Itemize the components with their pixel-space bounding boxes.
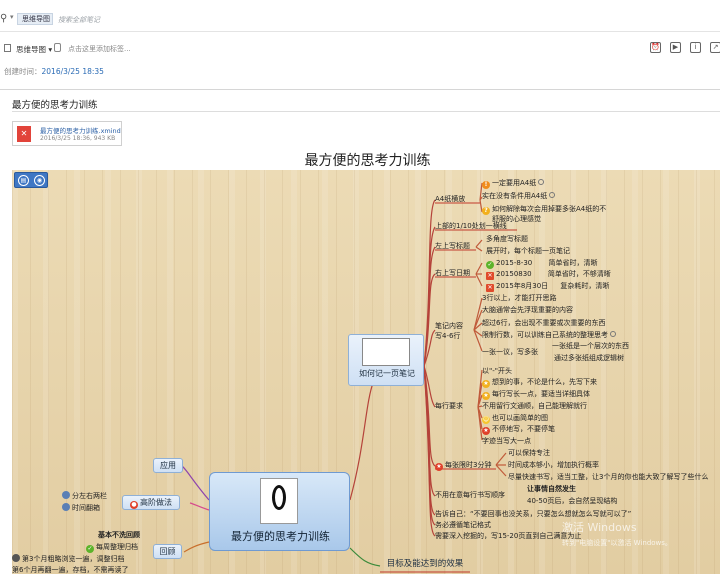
question-icon: ? — [482, 207, 490, 215]
node-tell[interactable]: 告诉自己：“不要回事也没关系，只要怎么想就怎么写就可以了” — [435, 510, 632, 518]
node-line-6[interactable]: 字迹当写大一点 — [482, 437, 531, 445]
node-a4[interactable]: A4纸横放 — [435, 195, 466, 203]
top-toolbar: ⚲ ▾ 思维导图 搜索全部笔记 — [0, 0, 720, 34]
node-order[interactable]: 不用在意每行书写顺序 — [435, 491, 505, 499]
node-line-0[interactable]: 以"-"开头 — [482, 367, 512, 375]
xmind-file-icon: ✕ — [17, 126, 31, 142]
star-icon: ★ — [482, 427, 490, 435]
node-content-6[interactable]: 一张一议，写多张 — [482, 348, 538, 356]
notebook-filter-chip[interactable]: 思维导图 — [17, 13, 53, 25]
node-order-note[interactable]: 让事情自然发生 — [527, 485, 576, 493]
node-line-3[interactable]: 不用留行文通顺，自己能理解就行 — [482, 402, 587, 410]
node-habit[interactable]: 务必遵循笔记格式 — [435, 521, 491, 529]
node-date-3[interactable]: ✕2015年8月30日 复杂耗时，清晰 — [486, 282, 610, 292]
node-speed[interactable]: 40-50页后，会自然呈现结构 — [527, 497, 618, 505]
node-timing-1[interactable]: 可以保持专注 — [508, 449, 550, 457]
node-content-5[interactable]: 一张纸是一个层次的东西 — [552, 342, 629, 350]
node-date-1[interactable]: ✓2015-8-30 简单省时，清晰 — [486, 259, 598, 269]
node-adv2[interactable]: 时间翻箱 — [62, 503, 100, 513]
note-title[interactable]: 最方便的思考力训练 — [12, 100, 98, 111]
activation-watermark-text: 转到"电脑设置"以激活 Windows。 — [562, 539, 672, 547]
smile-icon: ☺ — [482, 416, 490, 424]
node-adv1[interactable]: 分左右两栏 — [62, 491, 107, 501]
expand-icon[interactable] — [538, 179, 545, 185]
view-icon[interactable]: ◉ — [34, 175, 45, 186]
node-timing-3[interactable]: 尽量快速书写，适当工整，让3个月的你也能大致了解写了些什么 — [508, 473, 709, 481]
node-review[interactable]: 回顾 — [153, 544, 182, 559]
person-icon: ● — [130, 501, 138, 509]
node-rev3[interactable]: 第6个月再翻一遍，存档，不需再读了 — [12, 566, 129, 574]
node-date[interactable]: 右上写日期 — [435, 269, 470, 277]
outline-icon[interactable]: ▤ — [18, 175, 29, 186]
central-topic[interactable]: 最方便的思考力训练 — [209, 472, 350, 551]
expand-icon[interactable] — [610, 331, 616, 337]
node-line-1[interactable]: ★想到的事，不论是什么，先写下来 — [482, 378, 597, 388]
star-icon: ★ — [482, 392, 490, 400]
tag-input[interactable]: 点击这里添加标签... — [68, 45, 131, 53]
cross-icon: ✕ — [486, 272, 494, 280]
cross-icon: ✕ — [486, 284, 494, 292]
node-content[interactable]: 笔记内容写4-6行 — [435, 322, 463, 340]
node-rev1[interactable]: ✓每周整理归档 — [86, 543, 138, 553]
chevron-down-icon[interactable]: ▾ — [10, 13, 14, 21]
activation-watermark-title: 激活 Windows — [562, 521, 637, 534]
divider — [0, 89, 720, 90]
node-content-1[interactable]: 3行以上，才能打开思路 — [482, 294, 557, 302]
divider — [12, 111, 720, 112]
node-title[interactable]: 左上写标题 — [435, 242, 470, 250]
expand-icon[interactable] — [549, 192, 556, 198]
node-content-4[interactable]: 限制行数，可以训练自己系统的整理思考 — [482, 330, 616, 340]
node-title-2[interactable]: 展开时，每个标题一页笔记 — [486, 247, 570, 255]
node-apply[interactable]: 应用 — [153, 458, 183, 473]
mindmap-title: 最方便的思考力训练 — [304, 153, 431, 169]
node-top-line[interactable]: 上部的1/10处划一横线 — [435, 222, 507, 230]
present-icon[interactable]: ▶ — [670, 42, 681, 53]
star-icon: ★ — [482, 380, 490, 388]
check-icon: ✓ — [486, 261, 494, 269]
share-icon[interactable]: ↗ — [710, 42, 720, 53]
search-icon[interactable]: ⚲ — [0, 13, 8, 24]
attachment-meta: 2016/3/25 18:36, 943 KB — [40, 135, 116, 142]
node-line-req[interactable]: 每行要求 — [435, 402, 463, 410]
node-how-to-write[interactable]: 如何记一页笔记 — [348, 334, 424, 386]
node-goal[interactable]: 目标及能达到的效果 — [386, 559, 464, 569]
notebook-icon — [4, 44, 11, 52]
info-icon[interactable]: i — [690, 42, 701, 53]
node-practice[interactable]: 需要深入挖掘的，写15-20页直到自己满意为止 — [435, 532, 582, 540]
mindmap-canvas[interactable]: ▤ ◉ — [12, 170, 720, 574]
node-a4-1[interactable]: !一定要用A4纸 — [482, 178, 545, 189]
attachment-card[interactable]: ✕ 最方便的思考力训练.xmind 2016/3/25 18:36, 943 K… — [12, 121, 122, 146]
node-timing-2[interactable]: 时间成本够小，增加执行概率 — [508, 461, 599, 469]
tag-icon — [54, 43, 61, 52]
node-line-5[interactable]: ★不停地写，不要停笔 — [482, 425, 555, 435]
node-content-3[interactable]: 超过6行，会出现不重要或次重要的东西 — [482, 319, 606, 327]
warning-icon: ! — [482, 181, 490, 189]
reminder-icon[interactable]: ⏰ — [650, 42, 661, 53]
node-a4-3[interactable]: ?如何解除每次会用掉要多张A4纸的不舒服的心理感觉 — [482, 204, 612, 224]
check-icon: ✓ — [86, 545, 94, 553]
node-content-7[interactable]: 通过多张纸组成逻辑树 — [554, 354, 624, 362]
node-rev-head[interactable]: 基本不洗回顾 — [98, 531, 140, 539]
star-icon: ★ — [435, 463, 443, 471]
bullet-icon — [62, 491, 70, 499]
node-date-2[interactable]: ✕20150830 简单省时，不够清晰 — [486, 270, 611, 280]
node-timing[interactable]: ★每张限时3分钟 — [435, 461, 492, 471]
divider — [0, 31, 720, 32]
created-time: 创建时间：2016/3/25 18:35 — [4, 67, 104, 76]
map-controls: ▤ ◉ — [14, 172, 48, 188]
bullet-icon — [62, 503, 70, 511]
node-line-4[interactable]: ☺也可以画简单的图 — [482, 414, 548, 424]
node-line-2[interactable]: ★每行写长一点，要适当详细具体 — [482, 390, 590, 400]
book-cover-image — [260, 478, 298, 524]
attachment-name: 最方便的思考力训练.xmind — [40, 127, 121, 135]
node-rev2[interactable]: 第3个月粗略浏览一遍，调整归档 — [12, 554, 124, 564]
bullet-icon — [12, 554, 20, 562]
node-content-2[interactable]: 大脑通常会先浮现重要的内容 — [482, 306, 573, 314]
node-a4-2[interactable]: 实在没有条件用A4纸 — [482, 191, 556, 201]
notebook-selector[interactable]: 思维导图 ▾ — [16, 45, 53, 54]
node-advanced[interactable]: ●高阶做法 — [122, 495, 180, 510]
search-input[interactable]: 搜索全部笔记 — [58, 16, 100, 24]
note-sample-image — [362, 338, 410, 366]
node-title-1[interactable]: 多角度写标题 — [486, 235, 528, 243]
